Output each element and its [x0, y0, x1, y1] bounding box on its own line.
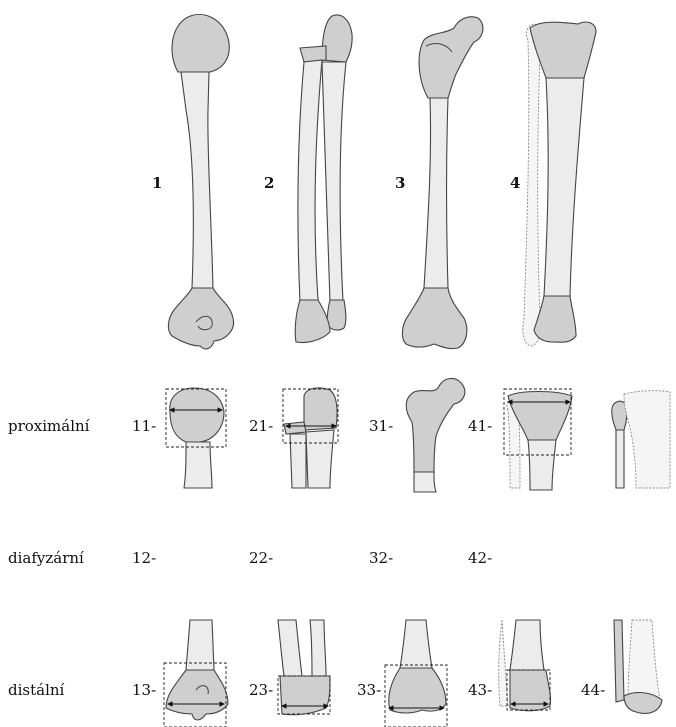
humerus-icon — [168, 15, 233, 349]
tibia-fibula-icon — [523, 22, 596, 346]
distal-row-drawings — [164, 620, 662, 727]
proximal-row-drawings — [166, 378, 670, 492]
femur-icon — [402, 17, 483, 349]
code-12: 12- — [132, 551, 156, 566]
row-label-diaphyseal: diafyzární — [8, 551, 84, 566]
code-23: 23- — [249, 683, 273, 698]
code-43: 43- — [468, 683, 492, 698]
code-31: 31- — [369, 419, 393, 434]
bone-number-1: 1 — [152, 176, 162, 191]
bone-number-2: 2 — [264, 176, 274, 191]
code-33: 33- — [357, 683, 381, 698]
radius-ulna-icon — [295, 15, 352, 343]
code-22: 22- — [249, 551, 273, 566]
bone-number-3: 3 — [395, 176, 405, 191]
row-label-proximal: proximální — [8, 419, 89, 434]
code-44: 44- — [581, 683, 605, 698]
bone-number-4: 4 — [510, 176, 520, 191]
code-32: 32- — [369, 551, 393, 566]
row-label-distal: distální — [8, 683, 64, 698]
code-21: 21- — [249, 419, 273, 434]
code-41: 41- — [468, 419, 492, 434]
code-11: 11- — [132, 419, 156, 434]
code-42: 42- — [468, 551, 492, 566]
code-13: 13- — [132, 683, 156, 698]
